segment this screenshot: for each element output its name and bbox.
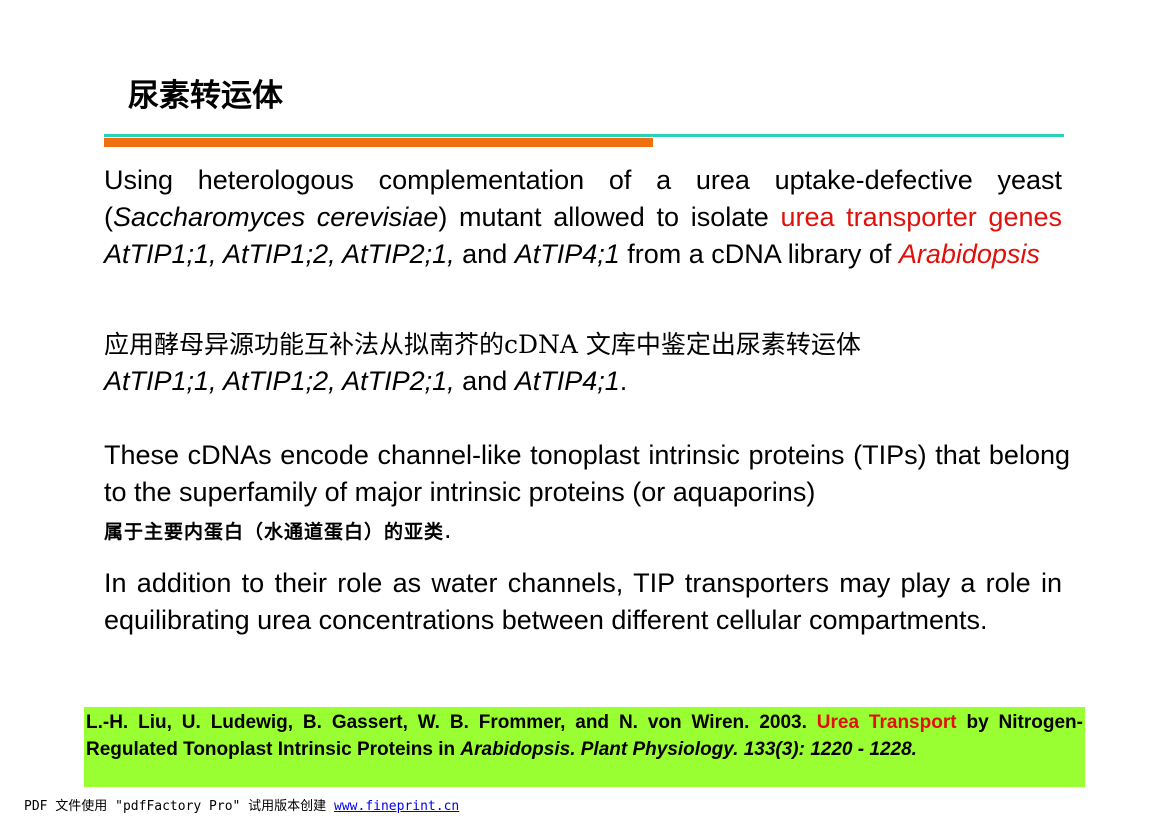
paragraph-isolation: Using heterologous complementation of a … (104, 162, 1062, 273)
para2-and: and (454, 366, 515, 396)
title-divider-orange (104, 138, 653, 147)
citation-authors: L.-H. Liu, U. Ludewig, B. Gassert, W. B.… (86, 712, 817, 733)
paragraph-tip-encoding: These cDNAs encode channel-like tonoplas… (104, 437, 1070, 551)
species-name: Saccharomyces cerevisiae (113, 202, 439, 232)
para1-text-2: ) mutant allowed to isolate (438, 202, 781, 232)
para3-chinese-text: 属于主要内蛋白（水通道蛋白）的亚类 (104, 521, 445, 543)
pdf-footer: PDF 文件使用 "pdfFactory Pro" 试用版本创建 www.fin… (24, 795, 459, 814)
para1-text-5: from a cDNA library of (619, 239, 899, 269)
paragraph-water-channels: In addition to their role as water chann… (104, 568, 1062, 635)
title-divider-teal (104, 134, 1064, 137)
para1-text-4: and (454, 239, 515, 269)
para2-chinese-text: 应用酵母异源功能互补法从拟南芥的cDNA 文库中鉴定出尿素转运体 (104, 330, 861, 359)
organism-name: Arabidopsis (898, 239, 1040, 269)
citation-title-highlight: Urea Transport (816, 712, 957, 733)
footer-link[interactable]: www.fineprint.cn (334, 799, 460, 814)
citation-journal: Arabidopsis. Plant Physiology. 133(3): 1… (460, 739, 917, 760)
para2-gene-list: AtTIP1;1, AtTIP1;2, AtTIP2;1, (104, 366, 455, 396)
gene-list: AtTIP1;1, AtTIP1;2, AtTIP2;1, (104, 239, 455, 269)
para1-text-1: Using heterologous complementation of a … (104, 165, 1062, 232)
citation-box: L.-H. Liu, U. Ludewig, B. Gassert, W. B.… (84, 707, 1085, 787)
para2-gene-tip4: AtTIP4;1 (514, 366, 620, 396)
para2-period: . (619, 366, 628, 396)
citation-title-rest: by Nitrogen-Regulated Tonoplast Intrinsi… (86, 712, 1083, 760)
highlight-urea-transporter-genes: urea transporter genes (780, 202, 1062, 232)
para3-english-text: These cDNAs encode channel-like tonoplas… (104, 440, 1070, 507)
gene-tip4: AtTIP4;1 (514, 239, 620, 269)
para3-period: . (444, 514, 452, 544)
footer-text: PDF 文件使用 "pdfFactory Pro" 试用版本创建 (24, 799, 335, 814)
paragraph-chinese-summary: 应用酵母异源功能互补法从拟南芥的cDNA 文库中鉴定出尿素转运体 AtTIP1;1… (104, 326, 1062, 400)
slide-title: 尿素转运体 (128, 78, 283, 114)
